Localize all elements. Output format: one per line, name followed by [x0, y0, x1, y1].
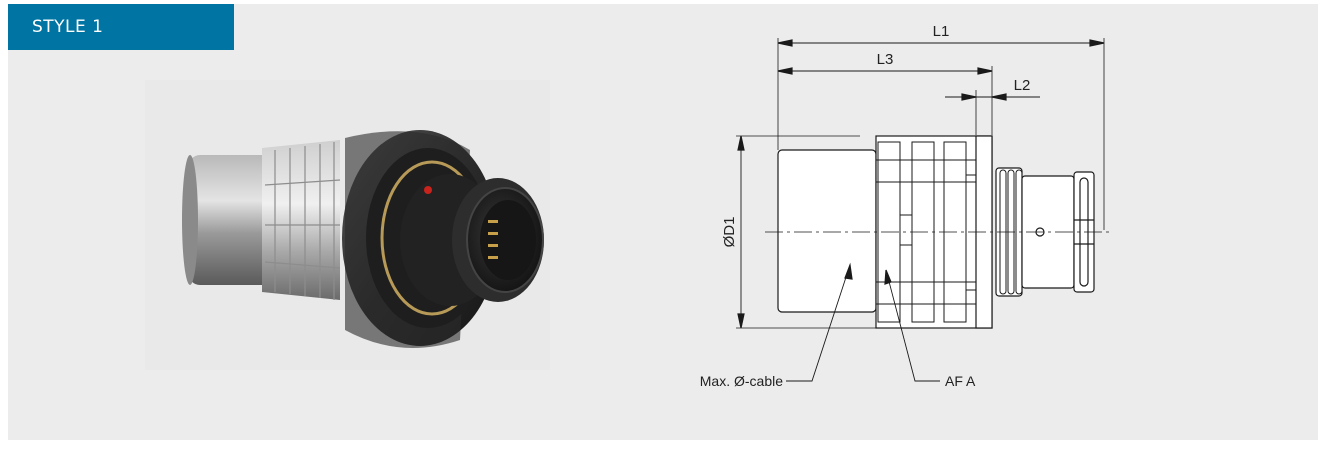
callout-af-label: AF A: [945, 373, 976, 389]
style-label: STYLE 1: [32, 17, 104, 37]
dim-l2-label: L2: [1014, 77, 1031, 94]
dim-d1-label: ØD1: [721, 217, 738, 248]
dim-l3-label: L3: [877, 51, 894, 68]
dim-l1-label: L1: [933, 23, 950, 40]
connector-photo-icon: [182, 130, 544, 348]
callout-cable-label: Max. Ø-cable: [700, 373, 783, 389]
style-label-tab: STYLE 1: [8, 4, 234, 50]
technical-drawing: [736, 38, 1112, 382]
